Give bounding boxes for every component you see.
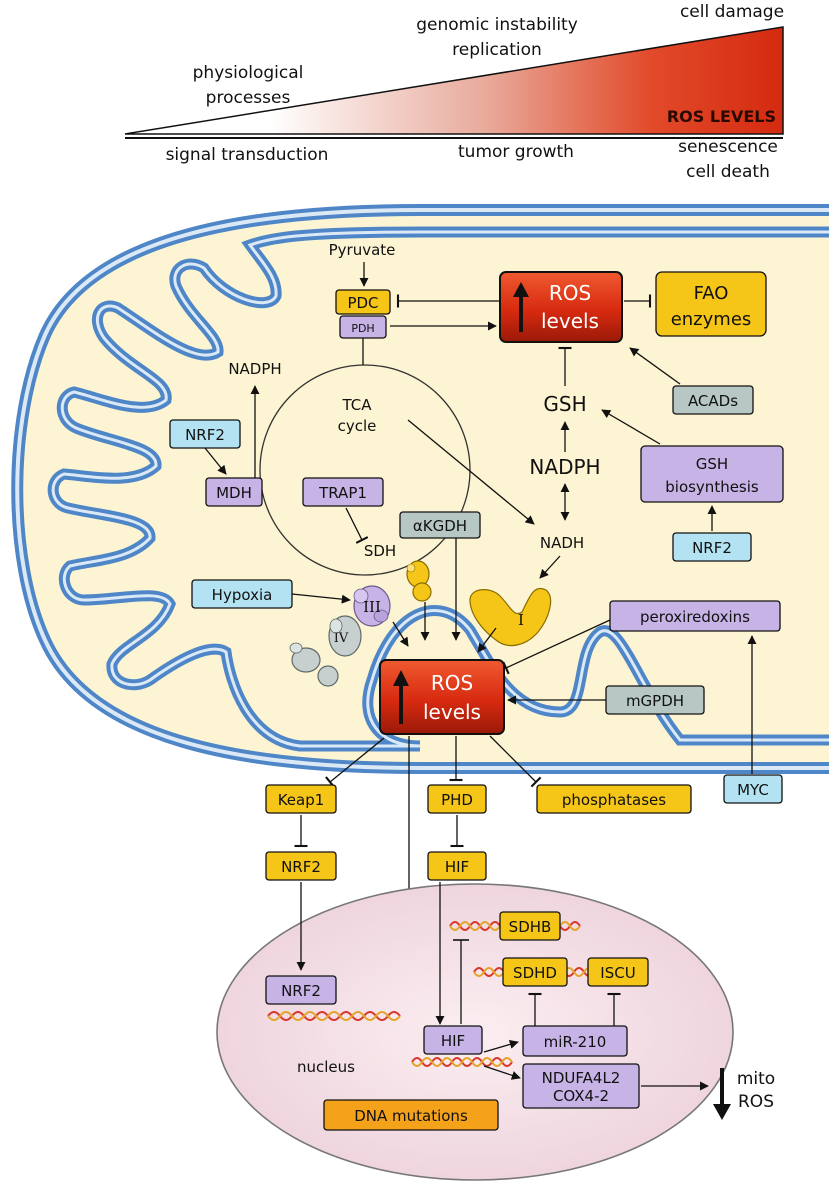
sdhb-box — [499, 911, 561, 941]
hif-nuclear-box — [423, 1025, 483, 1055]
mito-ros-line2: ROS — [738, 1092, 774, 1112]
ros-top-line2: levels — [541, 309, 599, 333]
label-genomic-instability: genomic instability — [416, 15, 578, 35]
tca-cycle-circle — [259, 364, 471, 576]
phd-label: PHD — [441, 791, 473, 809]
complex-iv-label: IV — [334, 631, 349, 646]
phosphatases-label: phosphatases — [562, 791, 666, 809]
ros-top-line1: ROS — [549, 281, 591, 305]
nadh-label: NADH — [540, 534, 584, 552]
hif-cyto-box — [427, 851, 487, 881]
ros-bottom-line1: ROS — [431, 671, 473, 695]
sdhd-box — [502, 957, 568, 987]
label-tumor-growth: tumor growth — [458, 142, 574, 162]
akgdh-box — [399, 511, 481, 539]
sdh-complex — [406, 560, 432, 602]
keap1-box — [265, 784, 337, 814]
hypoxia-label: Hypoxia — [212, 586, 273, 604]
nrf2-nuclear-label: NRF2 — [281, 982, 321, 1000]
complex-i: I — [469, 587, 552, 647]
ros-gradient-wedge: ROS LEVELS — [124, 26, 784, 139]
pdc-box — [335, 289, 391, 315]
ros-levels-bottom: ROS levels — [379, 659, 505, 735]
trap1-box — [302, 477, 384, 507]
complex-iv: IV — [328, 615, 362, 657]
nrf2-right-box — [672, 532, 752, 562]
dna-strand-hif — [411, 1057, 513, 1067]
mir210-box — [522, 1025, 628, 1057]
label-processes: processes — [206, 88, 291, 108]
gsh-bio-line1: GSH — [696, 455, 728, 473]
dna-mutations-box — [323, 1099, 499, 1131]
ndufa-line2: COX4-2 — [553, 1087, 609, 1105]
fao-enzymes-box — [655, 271, 767, 337]
myc-label: MYC — [737, 781, 769, 799]
dna-mutations-label: DNA mutations — [354, 1107, 468, 1125]
mito-ros-line1: mito — [737, 1069, 775, 1089]
label-physiological: physiological — [193, 63, 304, 83]
label-senescence: senescence — [678, 137, 778, 157]
nadph-left-label: NADPH — [228, 360, 281, 378]
phosphatases-box — [536, 784, 692, 814]
iscu-box — [587, 957, 649, 987]
mdh-box — [205, 477, 263, 507]
tca-label-line2: cycle — [338, 417, 377, 435]
acads-box — [672, 385, 754, 415]
trap1-label: TRAP1 — [318, 484, 367, 502]
label-replication: replication — [452, 40, 542, 60]
nrf2-cyto-box — [265, 851, 337, 881]
keap1-label: Keap1 — [278, 791, 325, 809]
complex-i-label: I — [518, 611, 524, 629]
label-cell-death: cell death — [686, 162, 770, 182]
acads-label: ACADs — [688, 392, 738, 410]
gsh-bio-line2: biosynthesis — [665, 478, 759, 496]
sdhb-label: SDHB — [509, 918, 552, 936]
nadph-right-label: NADPH — [529, 455, 600, 479]
label-cell-damage: cell damage — [680, 2, 784, 22]
fao-line1: FAO — [694, 283, 729, 304]
tca-label-line1: TCA — [341, 396, 372, 414]
mgpdh-label: mGPDH — [626, 692, 684, 710]
ros-levels-top: ROS levels — [499, 271, 623, 343]
hif-nuclear-label: HIF — [441, 1032, 465, 1050]
nrf2-nuclear-box — [265, 975, 337, 1005]
iscu-label: ISCU — [600, 964, 635, 982]
mdh-label: MDH — [216, 484, 252, 502]
complex-iii-label: III — [363, 598, 381, 616]
complex-iii: III — [353, 585, 391, 627]
atp-synthase-complex — [289, 642, 339, 687]
label-signal-transduction: signal transduction — [166, 145, 329, 165]
akgdh-label: αKGDH — [413, 517, 467, 535]
ros-bottom-line2: levels — [423, 700, 481, 724]
ros-levels-gradient-label: ROS LEVELS — [667, 107, 776, 126]
gsh-biosynthesis-box — [640, 445, 784, 503]
ndufa4l2-cox42-box — [522, 1063, 640, 1109]
peroxiredoxins-label: peroxiredoxins — [640, 608, 750, 626]
fao-line2: enzymes — [671, 309, 752, 330]
peroxiredoxins-box — [609, 600, 781, 632]
ndufa-line1: NDUFA4L2 — [542, 1069, 621, 1087]
hif-cyto-label: HIF — [445, 858, 469, 876]
nrf2-right-label: NRF2 — [692, 539, 732, 557]
nucleus-label: nucleus — [297, 1058, 355, 1076]
pyruvate-label: Pyruvate — [329, 241, 396, 259]
gsh-label: GSH — [543, 392, 586, 416]
pdh-label: PDH — [351, 322, 374, 335]
nrf2-left-label: NRF2 — [185, 426, 225, 444]
dna-strand-nrf2 — [267, 1011, 401, 1021]
pdc-label: PDC — [347, 294, 378, 312]
sdhd-label: SDHD — [513, 964, 557, 982]
phd-box — [427, 784, 487, 814]
nrf2-cyto-label: NRF2 — [281, 858, 321, 876]
sdh-label: SDH — [364, 542, 396, 560]
myc-box — [723, 774, 783, 804]
mir210-label: miR-210 — [544, 1033, 607, 1051]
